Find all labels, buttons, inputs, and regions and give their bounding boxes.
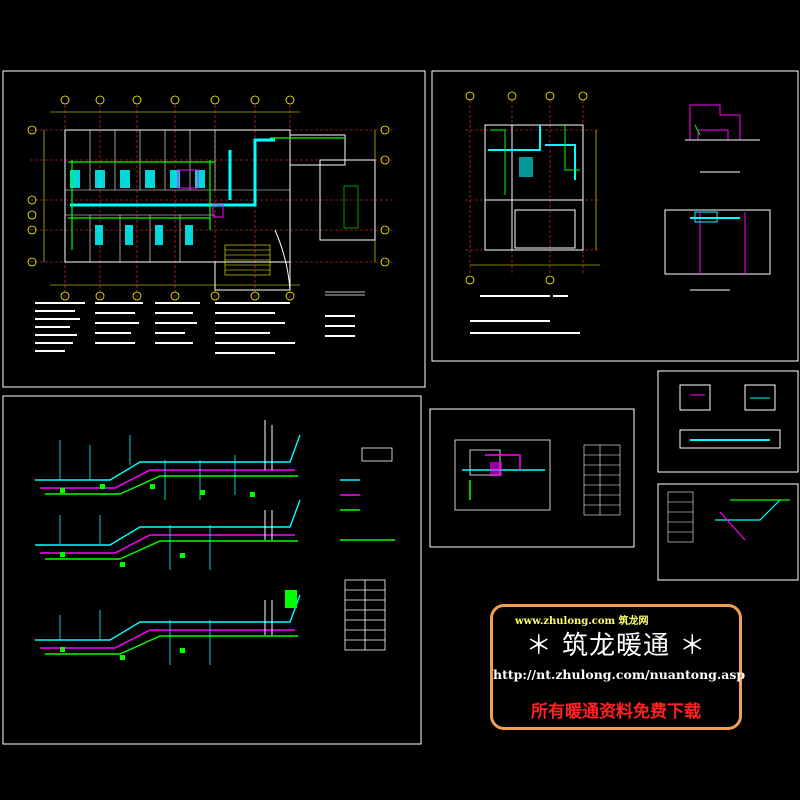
banner-free-text: 所有暖通资料免费下载: [531, 702, 701, 722]
sheet-iso-note: [657, 483, 799, 581]
banner-site: www.zhulong.com 筑龙网: [515, 616, 649, 627]
building-walls: [64, 129, 376, 291]
stairs: [224, 185, 359, 276]
legend-lines: [340, 479, 395, 541]
watermark-banner: www.zhulong.com 筑龙网 ＊ 筑龙暖通 ＊ http://nt.z…: [490, 604, 746, 730]
sheet-pipe-isometric: [2, 395, 422, 745]
axis-grid: [30, 105, 395, 300]
room-partitions: [65, 130, 290, 262]
detail-pipes: [490, 125, 580, 195]
axis-bubbles: [27, 95, 390, 301]
banner-url: http://nt.zhulong.com/nuantong.asp: [493, 667, 746, 682]
detail-ducts: [488, 125, 576, 180]
riser-2: [35, 499, 301, 560]
vertical-risers: [264, 420, 297, 635]
fan-coil-units: [70, 170, 205, 245]
section-2: [664, 209, 771, 291]
equipment-table: [583, 444, 621, 516]
water-pipes: [68, 137, 345, 250]
sheet-small-detail: [657, 370, 799, 473]
equipment-marks: [177, 169, 224, 218]
detail-walls: [484, 124, 584, 251]
riser-1: [35, 434, 301, 495]
sheet-detail-plan: [431, 70, 799, 362]
design-notes: [35, 302, 355, 354]
banner-brand: ＊ 筑龙暖通 ＊: [525, 631, 707, 661]
detail-notes: [470, 295, 580, 334]
legend-box: [344, 447, 393, 651]
plan-title: [325, 291, 365, 296]
valves: [60, 484, 255, 660]
sheet-floor-plan: [2, 70, 426, 388]
sheet-small-plan: [429, 408, 635, 548]
riser-3: [35, 594, 301, 655]
supply-duct: [70, 138, 275, 207]
section-1: [685, 104, 760, 173]
